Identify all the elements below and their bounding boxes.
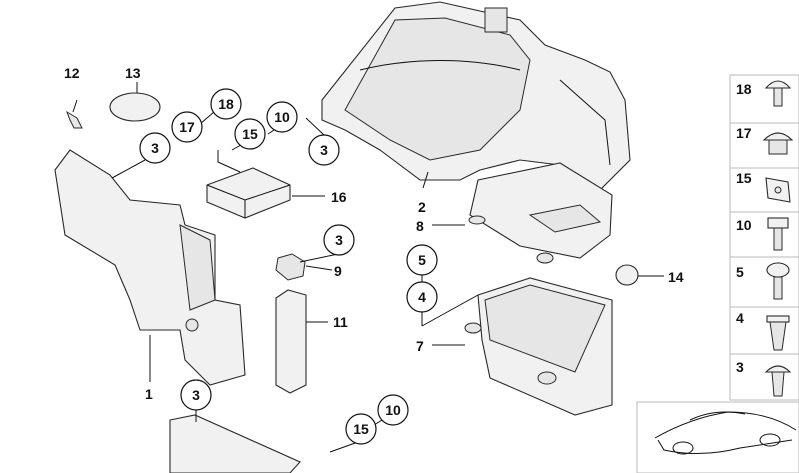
callout-18: 18: [210, 88, 242, 120]
label-2: 2: [418, 199, 426, 215]
left-side-trim: [54, 149, 246, 386]
cap-nut-icon: [762, 132, 794, 155]
car-thumbnail-icon: [636, 401, 799, 473]
round-cover-cap: [109, 92, 161, 122]
connector-part: [275, 253, 306, 281]
svg-text:3: 3: [335, 232, 343, 248]
grommet-part: [615, 264, 639, 286]
label-12: 12: [64, 65, 80, 81]
panel-tab: [484, 7, 508, 33]
label-7: 7: [416, 338, 424, 354]
callout-3-left: 3: [139, 132, 171, 164]
svg-text:17: 17: [179, 119, 195, 135]
callout-3-bottom: 3: [180, 379, 212, 411]
push-rivet-icon: [764, 80, 792, 107]
label-11: 11: [333, 314, 348, 330]
svg-text:3: 3: [320, 142, 328, 158]
svg-text:10: 10: [385, 402, 401, 418]
svg-text:10: 10: [736, 217, 752, 233]
callout-15-top: 15: [234, 118, 266, 150]
vertical-strip-part: [275, 289, 307, 394]
clip-icon: [764, 365, 792, 397]
label-14: 14: [668, 269, 684, 285]
callout-4: 4: [406, 281, 438, 313]
legend-item-17: 17: [729, 122, 799, 169]
callout-10-top: 10: [266, 101, 298, 133]
svg-text:18: 18: [218, 96, 234, 112]
callout-17: 17: [171, 111, 203, 143]
legend-item-5: 5: [729, 256, 799, 308]
expansion-nut-icon: [766, 315, 790, 351]
control-module-box: [206, 150, 291, 219]
legend-item-15: 15: [729, 167, 799, 213]
svg-text:4: 4: [736, 310, 744, 326]
bottom-rail-part: [169, 414, 301, 473]
callout-3-connector: 3: [323, 224, 355, 256]
svg-text:5: 5: [418, 252, 426, 268]
legend-item-10: 10: [729, 211, 799, 258]
label-13: 13: [125, 65, 141, 81]
hex-bolt-icon: [767, 217, 789, 251]
upper-storage-tray: [468, 162, 613, 264]
spring-clip-nut-icon: [765, 177, 791, 203]
svg-text:3: 3: [192, 387, 200, 403]
svg-text:15: 15: [736, 170, 752, 186]
callout-15-bottom: 15: [345, 413, 377, 445]
label-16: 16: [331, 189, 347, 205]
svg-text:18: 18: [736, 81, 752, 97]
trunk-side-trim-panel: [321, 1, 631, 191]
svg-text:15: 15: [242, 126, 258, 142]
legend-item-18: 18: [729, 74, 799, 124]
small-clip-part: [66, 110, 83, 129]
callout-3-trim: 3: [308, 134, 340, 166]
label-1: 1: [145, 386, 153, 402]
svg-text:3: 3: [736, 359, 744, 375]
fastener-legend: 18 17 15 10: [729, 74, 799, 401]
svg-text:17: 17: [736, 125, 752, 141]
screw-icon: [766, 262, 790, 300]
legend-item-3: 3: [729, 353, 799, 401]
callout-5: 5: [406, 244, 438, 276]
callout-10-bottom: 10: [377, 394, 409, 426]
legend-item-4: 4: [729, 306, 799, 355]
label-9: 9: [334, 263, 342, 279]
label-8: 8: [416, 218, 424, 234]
svg-text:10: 10: [274, 109, 290, 125]
svg-text:4: 4: [418, 289, 426, 305]
storage-bin: [464, 277, 613, 416]
svg-text:15: 15: [353, 421, 369, 437]
svg-text:5: 5: [736, 264, 744, 280]
svg-text:3: 3: [151, 140, 159, 156]
